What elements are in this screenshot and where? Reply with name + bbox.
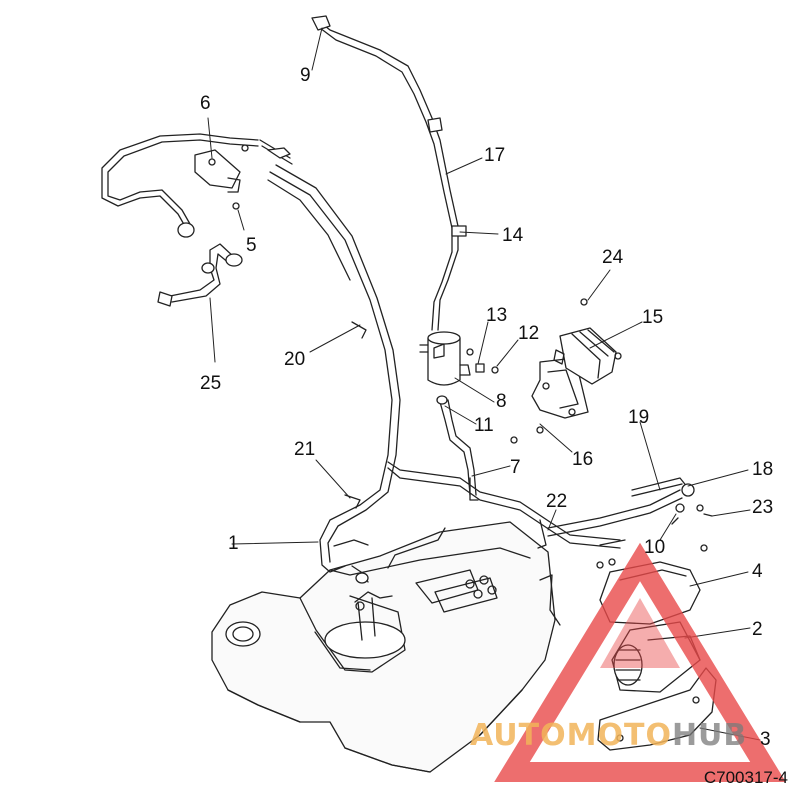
callout-10: 10 [644,537,666,558]
callout-9: 9 [300,65,311,86]
vent-lines [267,164,401,584]
callout-17: 17 [484,145,506,166]
callout-24: 24 [602,247,624,268]
line-17 [311,15,467,331]
watermark-logo: AUTOMOTOHUB [470,718,747,753]
callout-5: 5 [246,235,257,256]
vent-line-6 [101,133,293,238]
callout-3: 3 [760,729,771,750]
callout-14: 14 [502,225,524,246]
callout-20: 20 [284,349,306,370]
callout-18: 18 [752,459,774,480]
fuel-pump-module [324,591,406,659]
fuel-lines [387,461,695,549]
callout-4: 4 [752,561,763,582]
callout-23: 23 [752,497,774,518]
callout-15: 15 [642,307,664,328]
callout-7: 7 [510,457,521,478]
watermark-text-automoto: AUTOMOTO [470,718,672,753]
watermark-text-hub: HUB [671,718,748,753]
callout-6: 6 [200,93,211,114]
drawing-code: C700317-4 [703,768,788,787]
callout-1: 1 [228,533,239,554]
callout-13: 13 [486,305,508,326]
hose-11 [436,395,477,496]
callout-25: 25 [200,373,222,394]
fasteners-10-23 [671,503,713,552]
callout-21: 21 [294,439,316,460]
callout-12: 12 [518,323,540,344]
callout-11: 11 [474,415,494,436]
watermark-triangle-inner [600,598,680,668]
canister-8 [419,331,499,386]
callout-2: 2 [752,619,763,640]
callout-8: 8 [496,391,507,412]
callout-19: 19 [628,407,650,428]
hose-25 [157,243,243,307]
watermark-triangle [494,542,786,782]
callout-22: 22 [546,491,568,512]
bracket-3 [597,667,717,751]
callout-16: 16 [572,449,594,470]
